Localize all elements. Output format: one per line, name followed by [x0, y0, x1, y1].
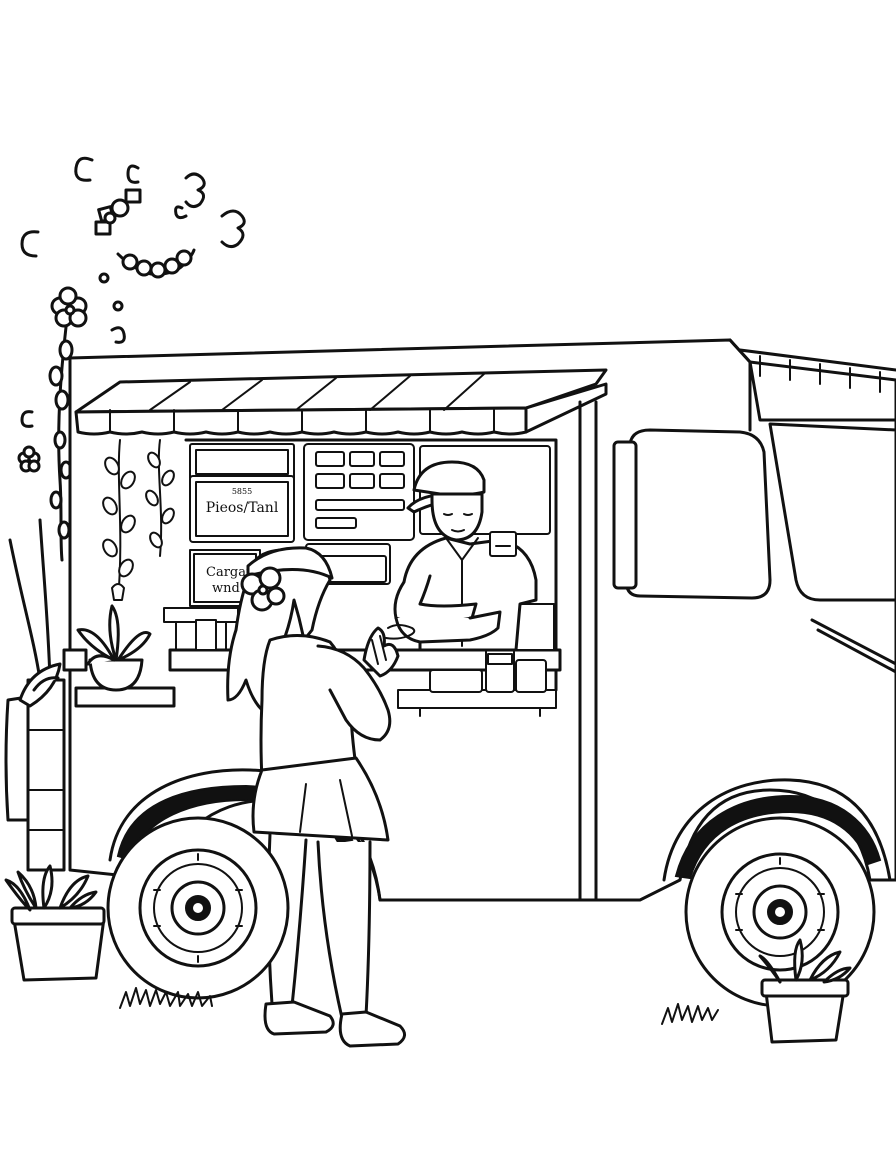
- hair-flower-icon: [240, 566, 286, 612]
- wheel-front: [684, 816, 876, 1008]
- grass-tufts: [119, 987, 719, 1025]
- customer-person: [226, 546, 406, 1048]
- menu-sign-small: 5855: [232, 487, 252, 496]
- price-board-line2: wnd: [212, 581, 240, 596]
- pot-plant-left: [4, 864, 106, 982]
- shelf-plant: [18, 604, 176, 708]
- smoke-puffs: [20, 156, 246, 344]
- hanging-plant-1: [102, 439, 136, 601]
- pot-plant-right: [758, 938, 852, 1044]
- windshield: [768, 422, 896, 602]
- vendor-person: [385, 460, 538, 652]
- cab-window: [624, 428, 772, 600]
- hanging-plant-2: [145, 439, 175, 557]
- menu-sign-title: Pieos/Tanl: [206, 500, 279, 516]
- rear-bumper: [4, 648, 88, 872]
- hanging-vine-left: [8, 286, 88, 682]
- wheel-rear: [106, 816, 290, 1000]
- menu-sign: [189, 475, 295, 543]
- flower-small-icon: [17, 445, 41, 473]
- awning: [74, 368, 608, 436]
- flower-top-icon: [50, 286, 88, 328]
